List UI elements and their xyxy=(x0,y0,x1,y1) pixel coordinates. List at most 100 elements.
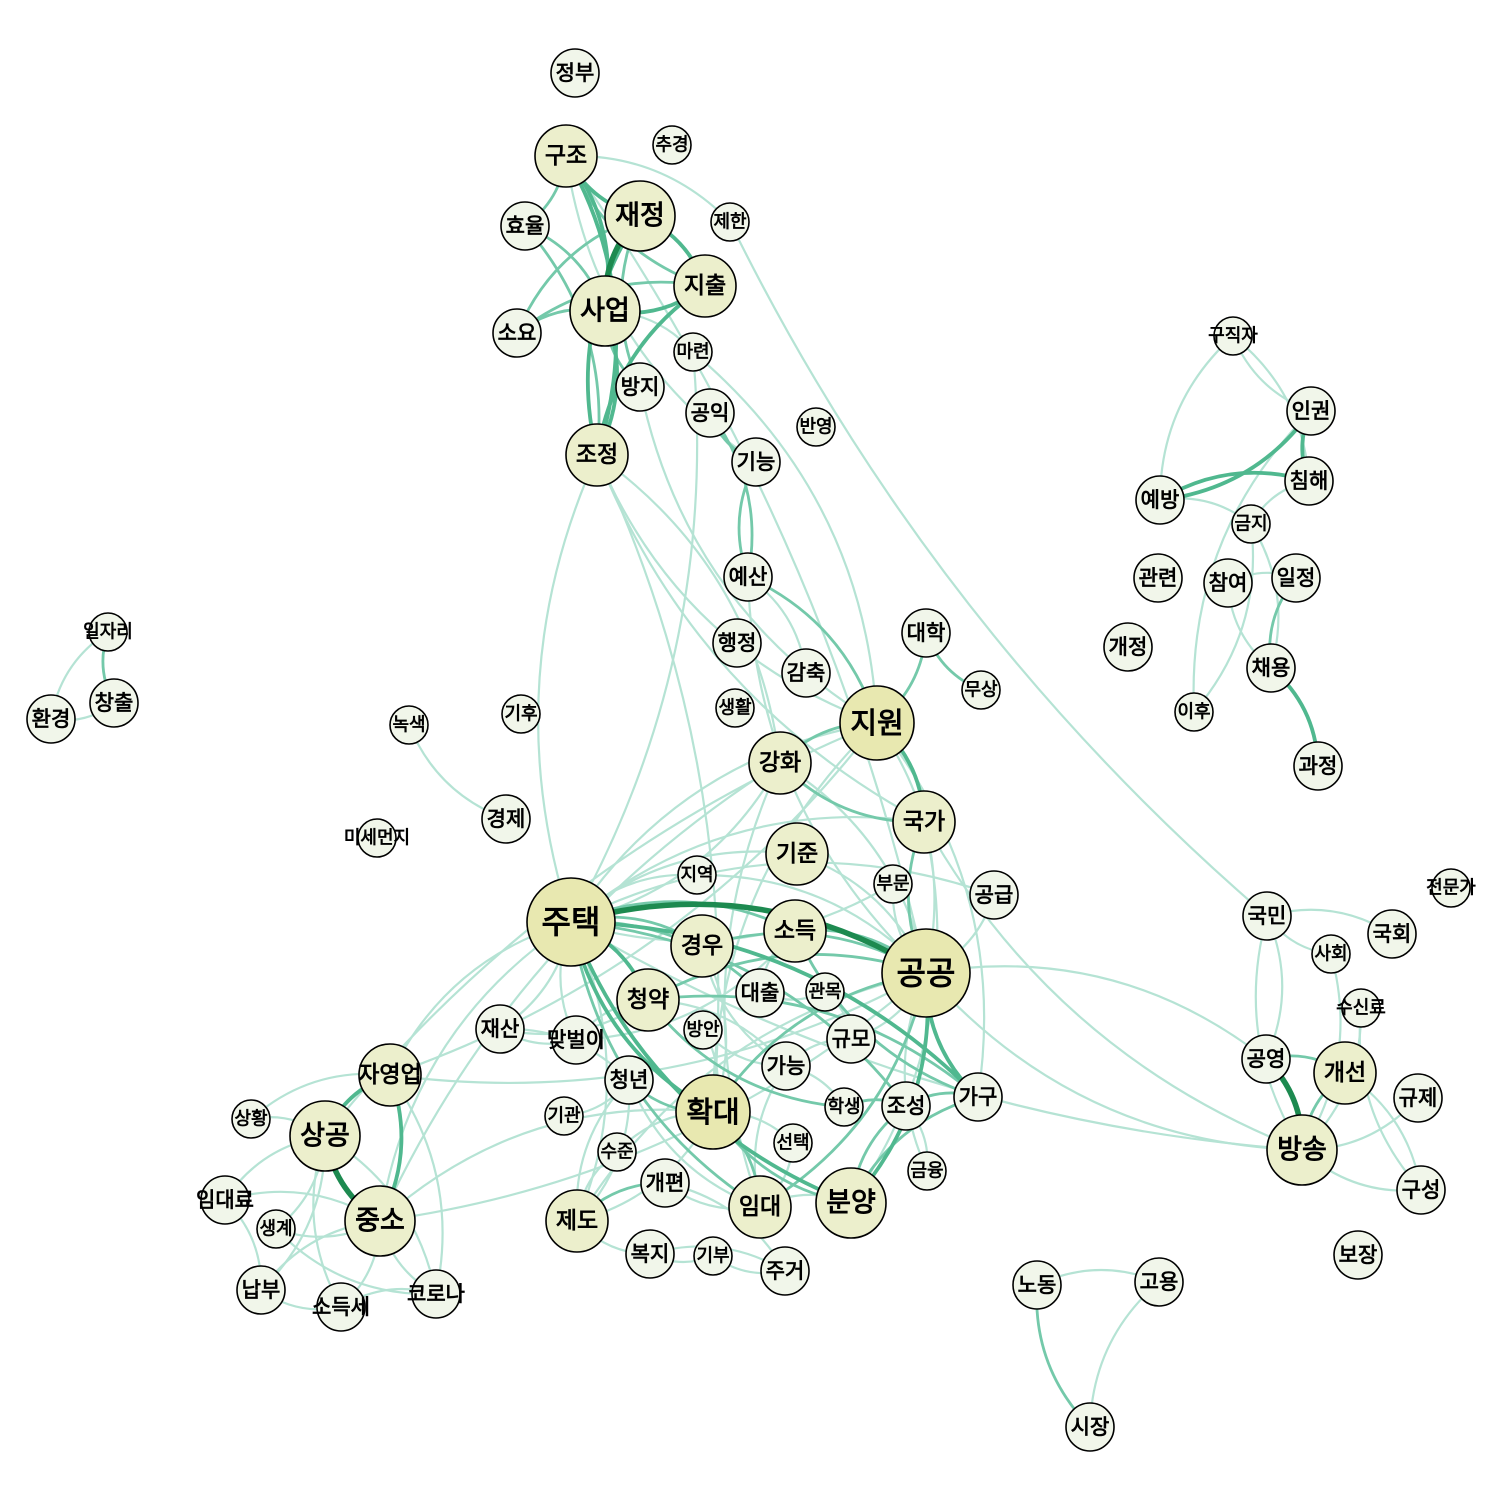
node-circle xyxy=(1246,643,1296,693)
node-기관: 기관 xyxy=(544,1096,584,1136)
node-label: 공영 xyxy=(1247,1047,1286,1071)
node-circle xyxy=(1431,868,1471,908)
node-대학: 대학 xyxy=(901,608,951,658)
node-circle xyxy=(358,1043,422,1107)
node-대출: 대출 xyxy=(735,968,785,1018)
node-label: 지출 xyxy=(684,273,726,299)
node-예산: 예산 xyxy=(723,552,773,602)
node-강화: 강화 xyxy=(748,731,812,795)
node-circle xyxy=(200,1175,250,1225)
node-label: 사업 xyxy=(580,296,630,327)
node-label: 시장 xyxy=(1071,1415,1110,1439)
node-금지: 금지 xyxy=(1231,504,1271,544)
node-label: 침해 xyxy=(1290,469,1329,493)
node-중소: 중소 xyxy=(344,1185,416,1257)
node-label: 중소 xyxy=(355,1206,405,1237)
node-circle xyxy=(839,685,915,761)
node-이후: 이후 xyxy=(1174,692,1214,732)
node-label: 복지 xyxy=(631,1242,670,1266)
node-circle xyxy=(545,1189,609,1253)
node-추경: 추경 xyxy=(652,125,692,165)
node-청약: 청약 xyxy=(616,968,680,1032)
node-circle xyxy=(256,1209,296,1249)
node-환경: 환경 xyxy=(26,694,76,744)
node-circle xyxy=(735,968,785,1018)
node-무상: 무상 xyxy=(961,670,1001,710)
node-circle xyxy=(765,822,829,886)
node-circle xyxy=(1241,1034,1291,1084)
edge-지원-확대 xyxy=(711,721,879,1114)
node-circle xyxy=(683,1010,723,1050)
node-보장: 보장 xyxy=(1333,1230,1383,1280)
node-지출: 지출 xyxy=(673,254,737,318)
node-금융: 금융 xyxy=(907,1151,947,1191)
node-수준: 수준 xyxy=(597,1132,637,1172)
node-circle xyxy=(534,124,598,188)
node-circle xyxy=(1367,909,1417,959)
node-circle xyxy=(1396,1165,1446,1215)
edge-방지-지원 xyxy=(638,385,879,725)
node-청년: 청년 xyxy=(604,1055,654,1105)
node-circle xyxy=(550,48,600,98)
node-소득세: 소득세 xyxy=(312,1282,370,1332)
node-label: 임대료 xyxy=(196,1188,254,1212)
node-circle xyxy=(615,362,665,412)
edge-지원-주택 xyxy=(569,721,879,924)
node-circle xyxy=(1311,934,1351,974)
node-주택: 주택 xyxy=(526,877,616,967)
node-label: 추경 xyxy=(655,135,688,156)
node-label: 일자리 xyxy=(83,622,133,643)
node-방지: 방지 xyxy=(615,362,665,412)
node-label: 인권 xyxy=(1292,399,1331,423)
node-circle xyxy=(565,423,629,487)
node-label: 사회 xyxy=(1314,944,1347,965)
node-제도: 제도 xyxy=(545,1189,609,1253)
node-label: 학생 xyxy=(827,1096,860,1118)
node-구성: 구성 xyxy=(1396,1165,1446,1215)
node-circle xyxy=(781,648,831,698)
node-label: 소득 xyxy=(774,918,816,944)
node-circle xyxy=(604,1055,654,1105)
edge-구조-공공 xyxy=(564,154,928,975)
node-label: 금융 xyxy=(910,1161,943,1182)
node-재정: 재정 xyxy=(604,180,676,252)
node-예방: 예방 xyxy=(1135,475,1185,525)
node-공익: 공익 xyxy=(685,388,735,438)
node-circle xyxy=(1333,1230,1383,1280)
node-label: 강화 xyxy=(759,750,801,776)
node-circle xyxy=(500,201,550,251)
node-임대료: 임대료 xyxy=(196,1175,254,1225)
node-참여: 참여 xyxy=(1203,558,1253,608)
node-침해: 침해 xyxy=(1284,456,1334,506)
node-label: 정부 xyxy=(556,61,595,85)
node-label: 이후 xyxy=(1177,702,1210,723)
node-개선: 개선 xyxy=(1313,1041,1377,1105)
node-circle xyxy=(289,1100,361,1172)
node-circle xyxy=(625,1229,675,1279)
node-복지: 복지 xyxy=(625,1229,675,1279)
node-채용: 채용 xyxy=(1246,643,1296,693)
edge-조정-주택 xyxy=(537,453,599,924)
node-label: 청약 xyxy=(627,987,669,1013)
node-생계: 생계 xyxy=(256,1209,296,1249)
node-사업: 사업 xyxy=(569,275,641,347)
node-circle xyxy=(773,1123,813,1163)
edge-layer xyxy=(49,154,1423,1429)
node-circle xyxy=(761,1041,811,1091)
node-circle xyxy=(969,870,1019,920)
node-생활: 생활 xyxy=(715,688,755,728)
edge-마련-주택 xyxy=(569,350,699,924)
node-label: 관련 xyxy=(1139,566,1178,590)
node-일정: 일정 xyxy=(1271,553,1321,603)
edge-소득-맞벌이 xyxy=(574,929,797,1042)
node-circle xyxy=(1103,622,1153,672)
node-전문가: 전문가 xyxy=(1426,868,1476,908)
node-label: 예산 xyxy=(729,565,768,589)
node-구조: 구조 xyxy=(534,124,598,188)
node-label: 보장 xyxy=(1339,1243,1378,1267)
node-circle xyxy=(1213,316,1253,356)
node-label: 공익 xyxy=(691,401,730,425)
node-label: 관목 xyxy=(808,982,841,1003)
node-경제: 경제 xyxy=(481,794,531,844)
